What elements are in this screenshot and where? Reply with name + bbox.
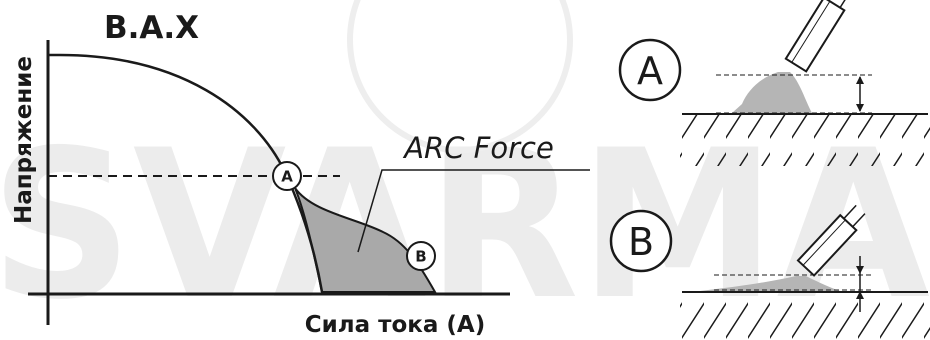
vac-graph: A B В.А.Х Напряжение Сила тока (А) ARC F… <box>11 10 590 338</box>
panel-b-circle <box>609 209 673 273</box>
panel-a-hatch <box>680 114 930 166</box>
y-axis-label: Напряжение <box>11 56 37 224</box>
watermark-ring <box>347 0 573 153</box>
panel-a-label: A <box>637 49 663 93</box>
arc-column-a <box>732 72 812 113</box>
marker-b-label: B <box>415 248 426 266</box>
panel-a-arrow-up <box>856 76 864 84</box>
marker-b: B <box>406 241 436 271</box>
panel-b-label: B <box>628 220 654 264</box>
marker-a-label: A <box>281 168 293 186</box>
panel-b: B <box>609 204 930 340</box>
panel-b-hatch <box>680 292 930 340</box>
arc-column-b <box>700 276 840 291</box>
arc-force-leader <box>357 169 590 253</box>
panel-a-arrow-down <box>856 104 864 112</box>
panel-a: A <box>618 0 930 166</box>
panel-b-arrow-down <box>856 266 864 274</box>
marker-a: A <box>272 161 302 191</box>
panel-a-circle <box>618 38 682 102</box>
electrode-b <box>796 204 866 277</box>
electrode-a <box>784 0 856 73</box>
x-axis-label: Сила тока (А) <box>305 312 485 338</box>
arc-force-label: ARC Force <box>402 131 554 165</box>
graph-title: В.А.Х <box>104 10 199 46</box>
vac-curve <box>48 53 324 293</box>
